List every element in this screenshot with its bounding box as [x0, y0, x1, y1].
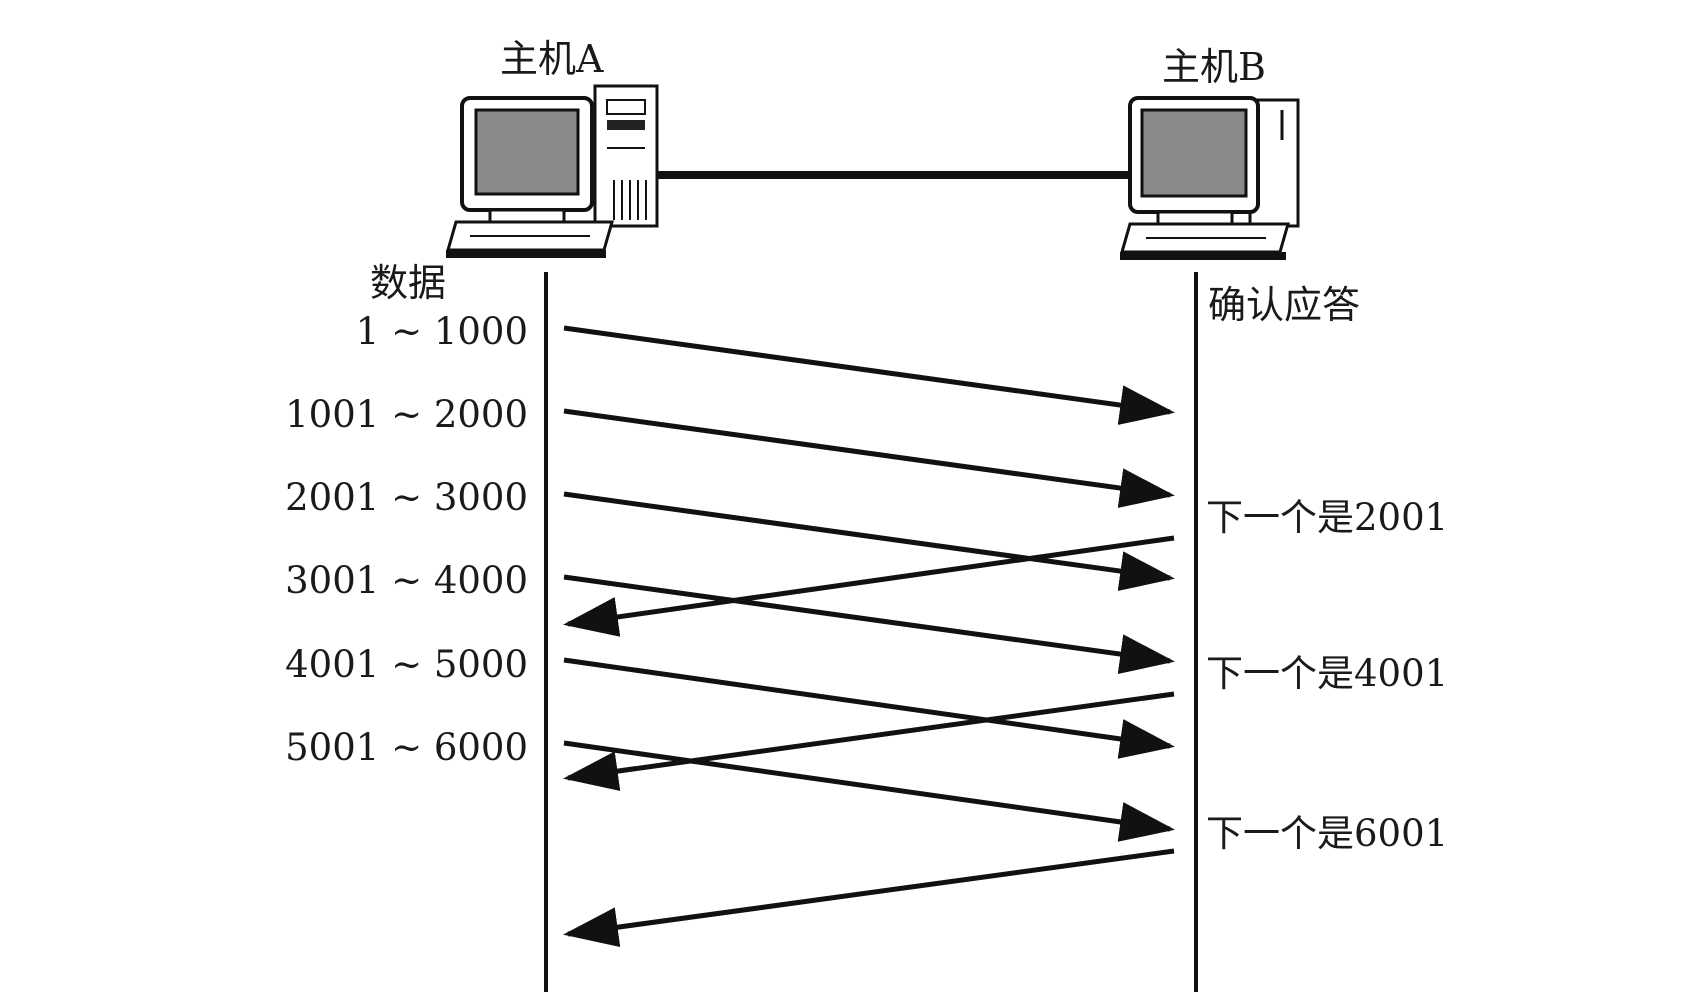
ack-arrow: [563, 848, 1175, 948]
segment-label: 2001 ~ 3000: [285, 476, 528, 519]
segment-label: 5001 ~ 6000: [285, 726, 528, 769]
host-a-label: 主机A: [500, 37, 604, 81]
data-arrow: [563, 325, 1175, 425]
segment-label: 1001 ~ 2000: [285, 393, 528, 436]
data-arrows: [563, 325, 1175, 842]
host-a-computer-icon: [446, 84, 659, 258]
data-arrow: [563, 491, 1175, 591]
data-arrow: [563, 740, 1175, 842]
data-column-header: 数据: [370, 261, 446, 305]
ack-label: 下一个是4001: [1206, 652, 1448, 695]
segment-label: 1 ~ 1000: [356, 310, 528, 353]
ack-column-header: 确认应答: [1208, 283, 1360, 327]
host-b-computer-icon: [1120, 96, 1300, 260]
ack-arrow: [563, 535, 1175, 637]
data-arrow: [563, 574, 1175, 674]
segment-labels: 1 ~ 1000 1001 ~ 2000 2001 ~ 3000 3001 ~ …: [285, 310, 528, 769]
data-arrow: [563, 657, 1175, 759]
host-b-label: 主机B: [1162, 45, 1266, 89]
segment-label: 3001 ~ 4000: [285, 559, 528, 602]
data-arrow: [563, 408, 1175, 508]
ack-arrows: [563, 535, 1175, 948]
ack-label: 下一个是2001: [1206, 496, 1448, 539]
segment-label: 4001 ~ 5000: [285, 643, 528, 686]
ack-labels: 下一个是2001 下一个是4001 下一个是6001: [1206, 496, 1448, 855]
ack-arrow: [563, 691, 1175, 791]
ack-label: 下一个是6001: [1206, 812, 1448, 855]
